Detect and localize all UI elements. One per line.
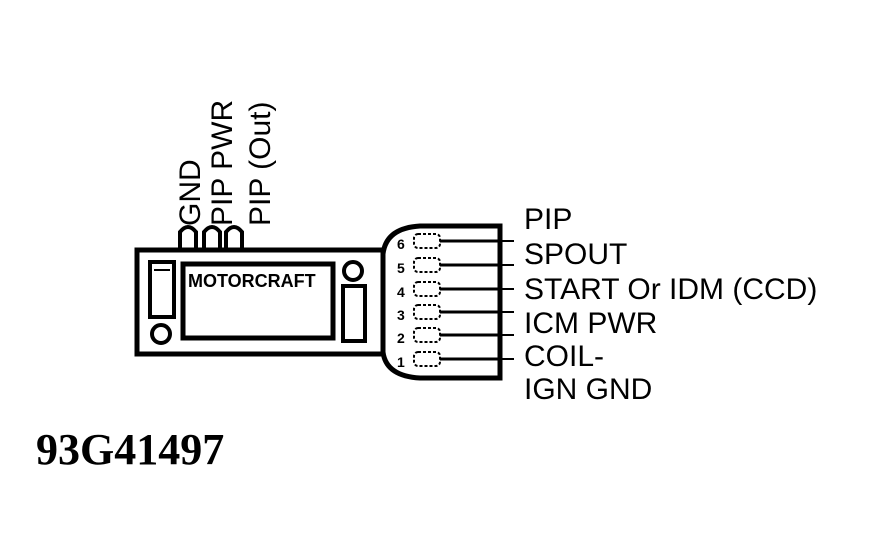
- top-pins: [178, 225, 244, 252]
- right-mount-hole: [342, 260, 364, 282]
- pin-label-spout: SPOUT: [524, 238, 627, 271]
- connector-socket-5: [413, 257, 441, 273]
- left-mount-hole: [150, 323, 172, 345]
- top-pin-label-pip-pwr: PIP PWR: [206, 100, 239, 226]
- top-pin-gnd: [178, 225, 198, 252]
- connector-rows: [413, 233, 514, 367]
- figure-id: 93G41497: [36, 425, 224, 474]
- left-mount-slot: [148, 260, 176, 319]
- pin-number-6: 6: [397, 236, 405, 252]
- connector-pin-labels: PIP SPOUT START Or IDM (CCD) ICM PWR COI…: [524, 203, 817, 406]
- right-mount-slot: [341, 284, 367, 343]
- module-brand: MOTORCRAFT: [188, 271, 316, 291]
- top-pin-pip-pwr: [202, 225, 222, 252]
- connector-socket-3: [413, 304, 441, 320]
- top-pin-label-pip-out: PIP (Out): [244, 102, 277, 226]
- pin-label-ign-gnd: IGN GND: [524, 373, 652, 406]
- top-pin-label-gnd: GND: [174, 159, 207, 226]
- pin-number-1: 1: [397, 354, 405, 370]
- pin-label-pip: PIP: [524, 203, 572, 236]
- pin-label-coil-neg: COIL-: [524, 340, 604, 373]
- connector-pin-numbers: 6 5 4 3 2 1: [397, 236, 405, 370]
- top-pin-pip-out: [224, 225, 244, 252]
- pin-number-3: 3: [397, 307, 405, 323]
- module-body: [134, 247, 386, 357]
- pin-number-4: 4: [397, 284, 405, 300]
- pin-number-5: 5: [397, 260, 405, 276]
- pin-label-start-idm: START Or IDM (CCD): [524, 273, 817, 306]
- connector-socket-2: [413, 327, 441, 343]
- connector-socket-1: [413, 351, 441, 367]
- connector-socket-6: [413, 233, 441, 249]
- connector-socket-4: [413, 281, 441, 297]
- brand-label-plate: [180, 261, 336, 341]
- pin-number-2: 2: [397, 330, 405, 346]
- pin-label-icm-pwr: ICM PWR: [524, 307, 657, 340]
